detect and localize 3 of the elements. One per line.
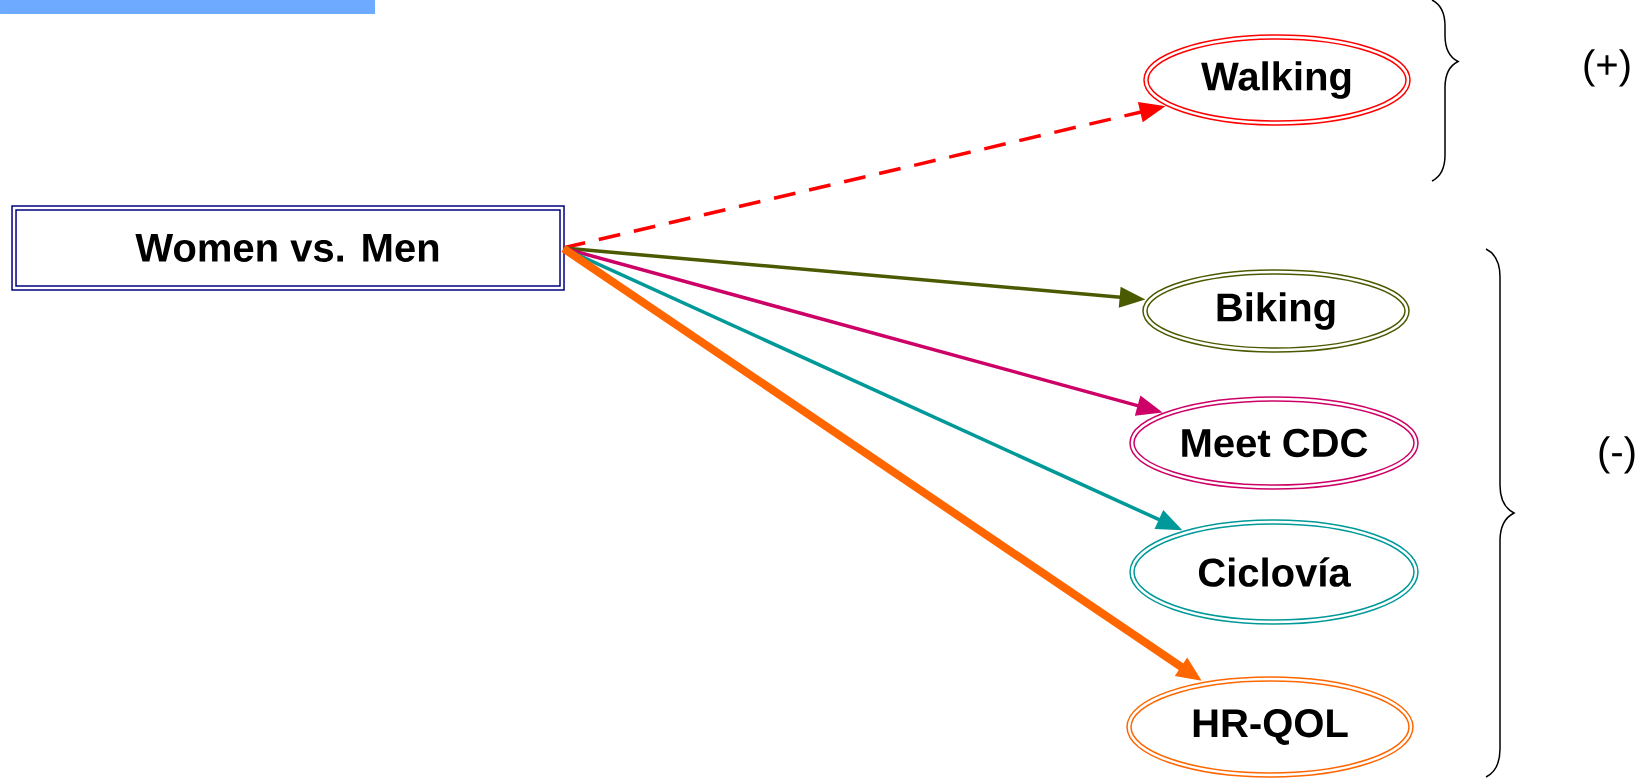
sign-label: (+) [1584,49,1630,87]
label-box: Women vs. Men [11,205,565,291]
sign-label: (-) [1599,436,1635,474]
